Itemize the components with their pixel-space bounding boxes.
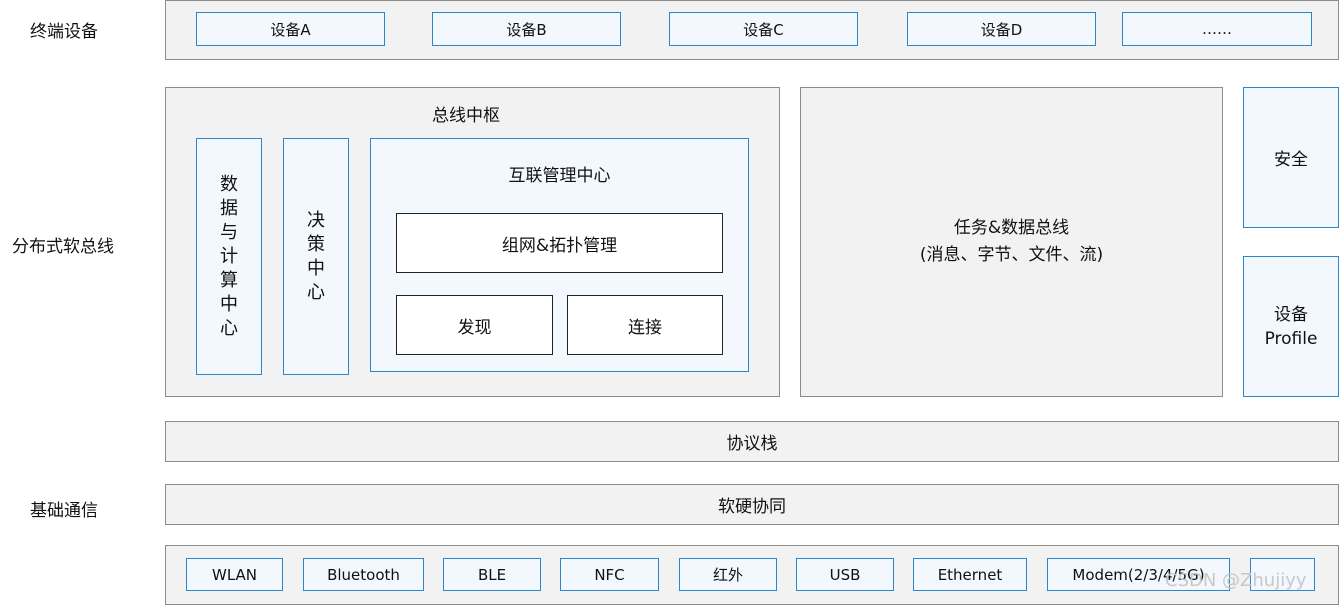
data-compute-char: 心: [220, 317, 238, 339]
decision-char: 决: [307, 209, 325, 231]
device-more-box: ……: [1122, 12, 1312, 46]
data-compute-char: 据: [220, 197, 238, 219]
device-a-box: 设备A: [196, 12, 385, 46]
comm-modem-box: Modem(2/3/4/5G): [1047, 558, 1230, 591]
label-terminal-devices: 终端设备: [30, 22, 98, 42]
hw-sw-collaboration-bar: 软硬协同: [165, 484, 1339, 525]
bus-hub-title: 总线中枢: [432, 106, 500, 126]
comm-extra-box: [1250, 558, 1315, 591]
comm-ethernet-box: Ethernet: [913, 558, 1027, 591]
decision-center-box: 决 策 中 心: [283, 138, 349, 375]
comm-infrared-box: 红外: [679, 558, 777, 591]
device-b-box: 设备B: [432, 12, 621, 46]
task-data-bus-title: 任务&数据总线: [953, 218, 1070, 238]
decision-char: 策: [307, 233, 325, 255]
data-compute-center-box: 数 据 与 计 算 中 心: [196, 138, 262, 375]
comm-bluetooth-box: Bluetooth: [303, 558, 424, 591]
discovery-box: 发现: [396, 295, 553, 355]
label-distributed-soft-bus: 分布式软总线: [12, 237, 114, 257]
task-data-bus-subtitle: (消息、字节、文件、流): [919, 245, 1104, 265]
device-d-box: 设备D: [907, 12, 1096, 46]
label-basic-communication: 基础通信: [30, 501, 98, 521]
data-compute-char: 计: [220, 245, 238, 267]
comm-ble-box: BLE: [443, 558, 541, 591]
data-compute-char: 中: [220, 293, 238, 315]
comm-usb-box: USB: [796, 558, 894, 591]
security-box: 安全: [1243, 87, 1339, 228]
device-profile-line2: Profile: [1264, 328, 1318, 349]
device-profile-box: 设备 Profile: [1243, 256, 1339, 397]
connection-box: 连接: [567, 295, 723, 355]
device-profile-line1: 设备: [1274, 304, 1308, 325]
comm-nfc-box: NFC: [560, 558, 659, 591]
interconnect-title: 互联管理中心: [508, 166, 611, 186]
device-c-box: 设备C: [669, 12, 858, 46]
decision-char: 心: [307, 281, 325, 303]
protocol-stack-bar: 协议栈: [165, 421, 1339, 462]
decision-char: 中: [307, 257, 325, 279]
watermark: CSDN @Zhujiyy: [1165, 570, 1307, 591]
comm-wlan-box: WLAN: [186, 558, 283, 591]
task-data-bus-box: 任务&数据总线 (消息、字节、文件、流): [800, 87, 1223, 397]
data-compute-char: 算: [220, 269, 238, 291]
network-topology-box: 组网&拓扑管理: [396, 213, 723, 273]
data-compute-char: 与: [220, 221, 238, 243]
data-compute-char: 数: [220, 173, 238, 195]
